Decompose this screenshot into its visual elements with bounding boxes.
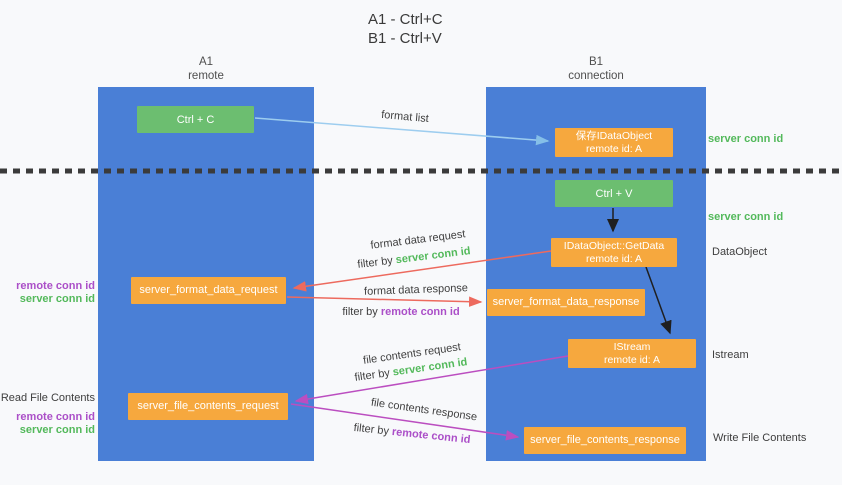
save-idataobject-line2: remote id: A: [585, 142, 643, 155]
annotation-server-conn-id: server conn id: [19, 293, 95, 305]
node-server-file-contents-request: server_file_contents_request: [128, 393, 288, 420]
save-idataobject-line1: 保存IDataObject: [575, 129, 653, 142]
annotation-read-file-block: Read File Contents remote conn id server…: [0, 392, 95, 437]
node-ctrl-v: Ctrl + V: [555, 180, 673, 207]
edge-label-format-data-response-filter: filter by remote conn id: [342, 306, 459, 318]
node-ctrl-c: Ctrl + C: [137, 106, 254, 133]
node-save-idataobject: 保存IDataObject remote id: A: [555, 128, 673, 157]
format-data-request-arrow: [292, 250, 552, 292]
ctrl-c-label: Ctrl + C: [176, 113, 215, 126]
node-istream: IStream remote id: A: [568, 339, 696, 368]
node-server-format-data-response: server_format_data_response: [487, 289, 645, 316]
format-data-response-arrow: [286, 296, 483, 307]
node-server-file-contents-response: server_file_contents_response: [524, 427, 686, 454]
server-file-contents-request-label: server_file_contents_request: [137, 400, 279, 412]
server-format-data-response-label: server_format_data_response: [492, 296, 640, 308]
annotation-server-conn-id-mid: server conn id: [708, 211, 784, 223]
ctrl-v-label: Ctrl + V: [595, 187, 633, 200]
annotation-server-conn-id: server conn id: [19, 424, 95, 436]
server-file-contents-response-label: server_file_contents_response: [530, 434, 680, 446]
annotation-write-file-contents: Write File Contents: [713, 432, 807, 444]
annotation-istream: Istream: [712, 349, 749, 361]
lane-b1-subtitle: connection: [568, 70, 624, 82]
format-list-arrow: [254, 117, 550, 146]
remote-conn-id-text: remote conn id: [380, 306, 460, 318]
filter-by-text: filter by: [342, 306, 381, 318]
node-server-format-data-request: server_format_data_request: [131, 277, 286, 304]
lane-a1-title: A1: [198, 56, 214, 68]
node-idataobject-getdata: IDataObject::GetData remote id: A: [551, 238, 677, 267]
diagram-title: A1 - Ctrl+C B1 - Ctrl+V: [368, 10, 443, 48]
lane-header-b1: B1 connection: [486, 55, 706, 83]
annotation-dataobject: DataObject: [712, 246, 768, 258]
annotation-server-conn-id-top: server conn id: [708, 133, 784, 145]
getdata-to-istream-arrow: [645, 266, 672, 335]
annotation-remote-conn-id: remote conn id: [16, 280, 95, 292]
istream-line1: IStream: [613, 340, 651, 353]
lane-a1-subtitle: remote: [188, 70, 224, 82]
title-line-1: A1 - Ctrl+C: [368, 11, 443, 28]
file-contents-request-arrow: [294, 355, 569, 405]
title-line-2: B1 - Ctrl+V: [368, 30, 442, 47]
getdata-line2: remote id: A: [585, 252, 643, 265]
file-contents-response-arrow: [290, 403, 520, 441]
getdata-line1: IDataObject::GetData: [563, 239, 665, 252]
server-format-data-request-label: server_format_data_request: [139, 284, 278, 296]
annotation-left-mid-conn-ids: remote conn id server conn id: [0, 280, 95, 306]
istream-line2: remote id: A: [603, 353, 661, 366]
annotation-read-file-contents: Read File Contents: [0, 392, 95, 404]
lane-header-a1: A1 remote: [98, 55, 314, 83]
annotation-remote-conn-id: remote conn id: [16, 411, 95, 423]
lane-b1-title: B1: [588, 56, 604, 68]
